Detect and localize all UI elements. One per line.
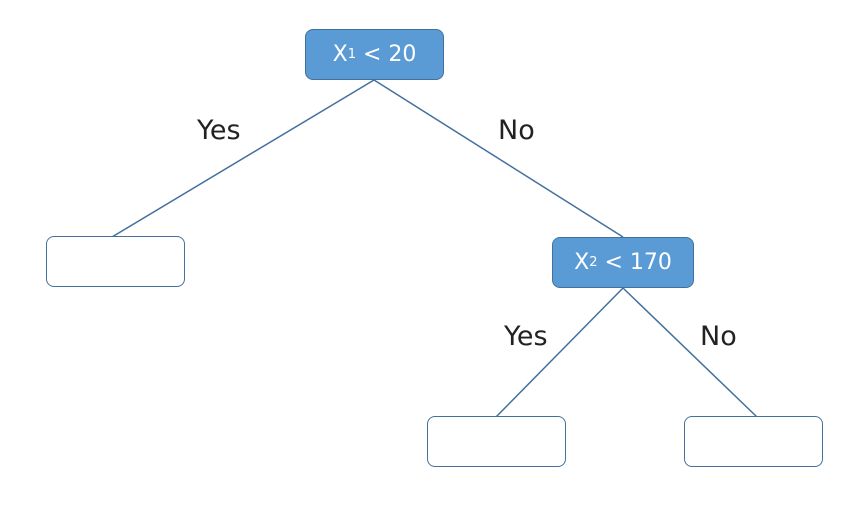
split2-yes-label: Yes <box>504 321 548 352</box>
edge-split2-no <box>622 287 758 418</box>
leaf-node-mid <box>427 416 566 467</box>
leaf-node-left <box>46 236 185 287</box>
root-yes-label: Yes <box>197 115 241 146</box>
leaf-node-right <box>684 416 823 467</box>
root-no-label: No <box>498 115 535 146</box>
split2-condition: < 170 <box>604 250 672 275</box>
root-variable: X <box>332 42 348 67</box>
split2-subscript: 2 <box>589 255 598 270</box>
split2-variable: X <box>574 250 590 275</box>
edge-root-yes <box>111 79 375 238</box>
root-condition: < 20 <box>362 42 417 67</box>
root-subscript: 1 <box>347 47 356 62</box>
split2-no-label: No <box>700 321 737 352</box>
edge-root-no <box>373 79 624 238</box>
edge-split2-yes <box>495 287 624 418</box>
